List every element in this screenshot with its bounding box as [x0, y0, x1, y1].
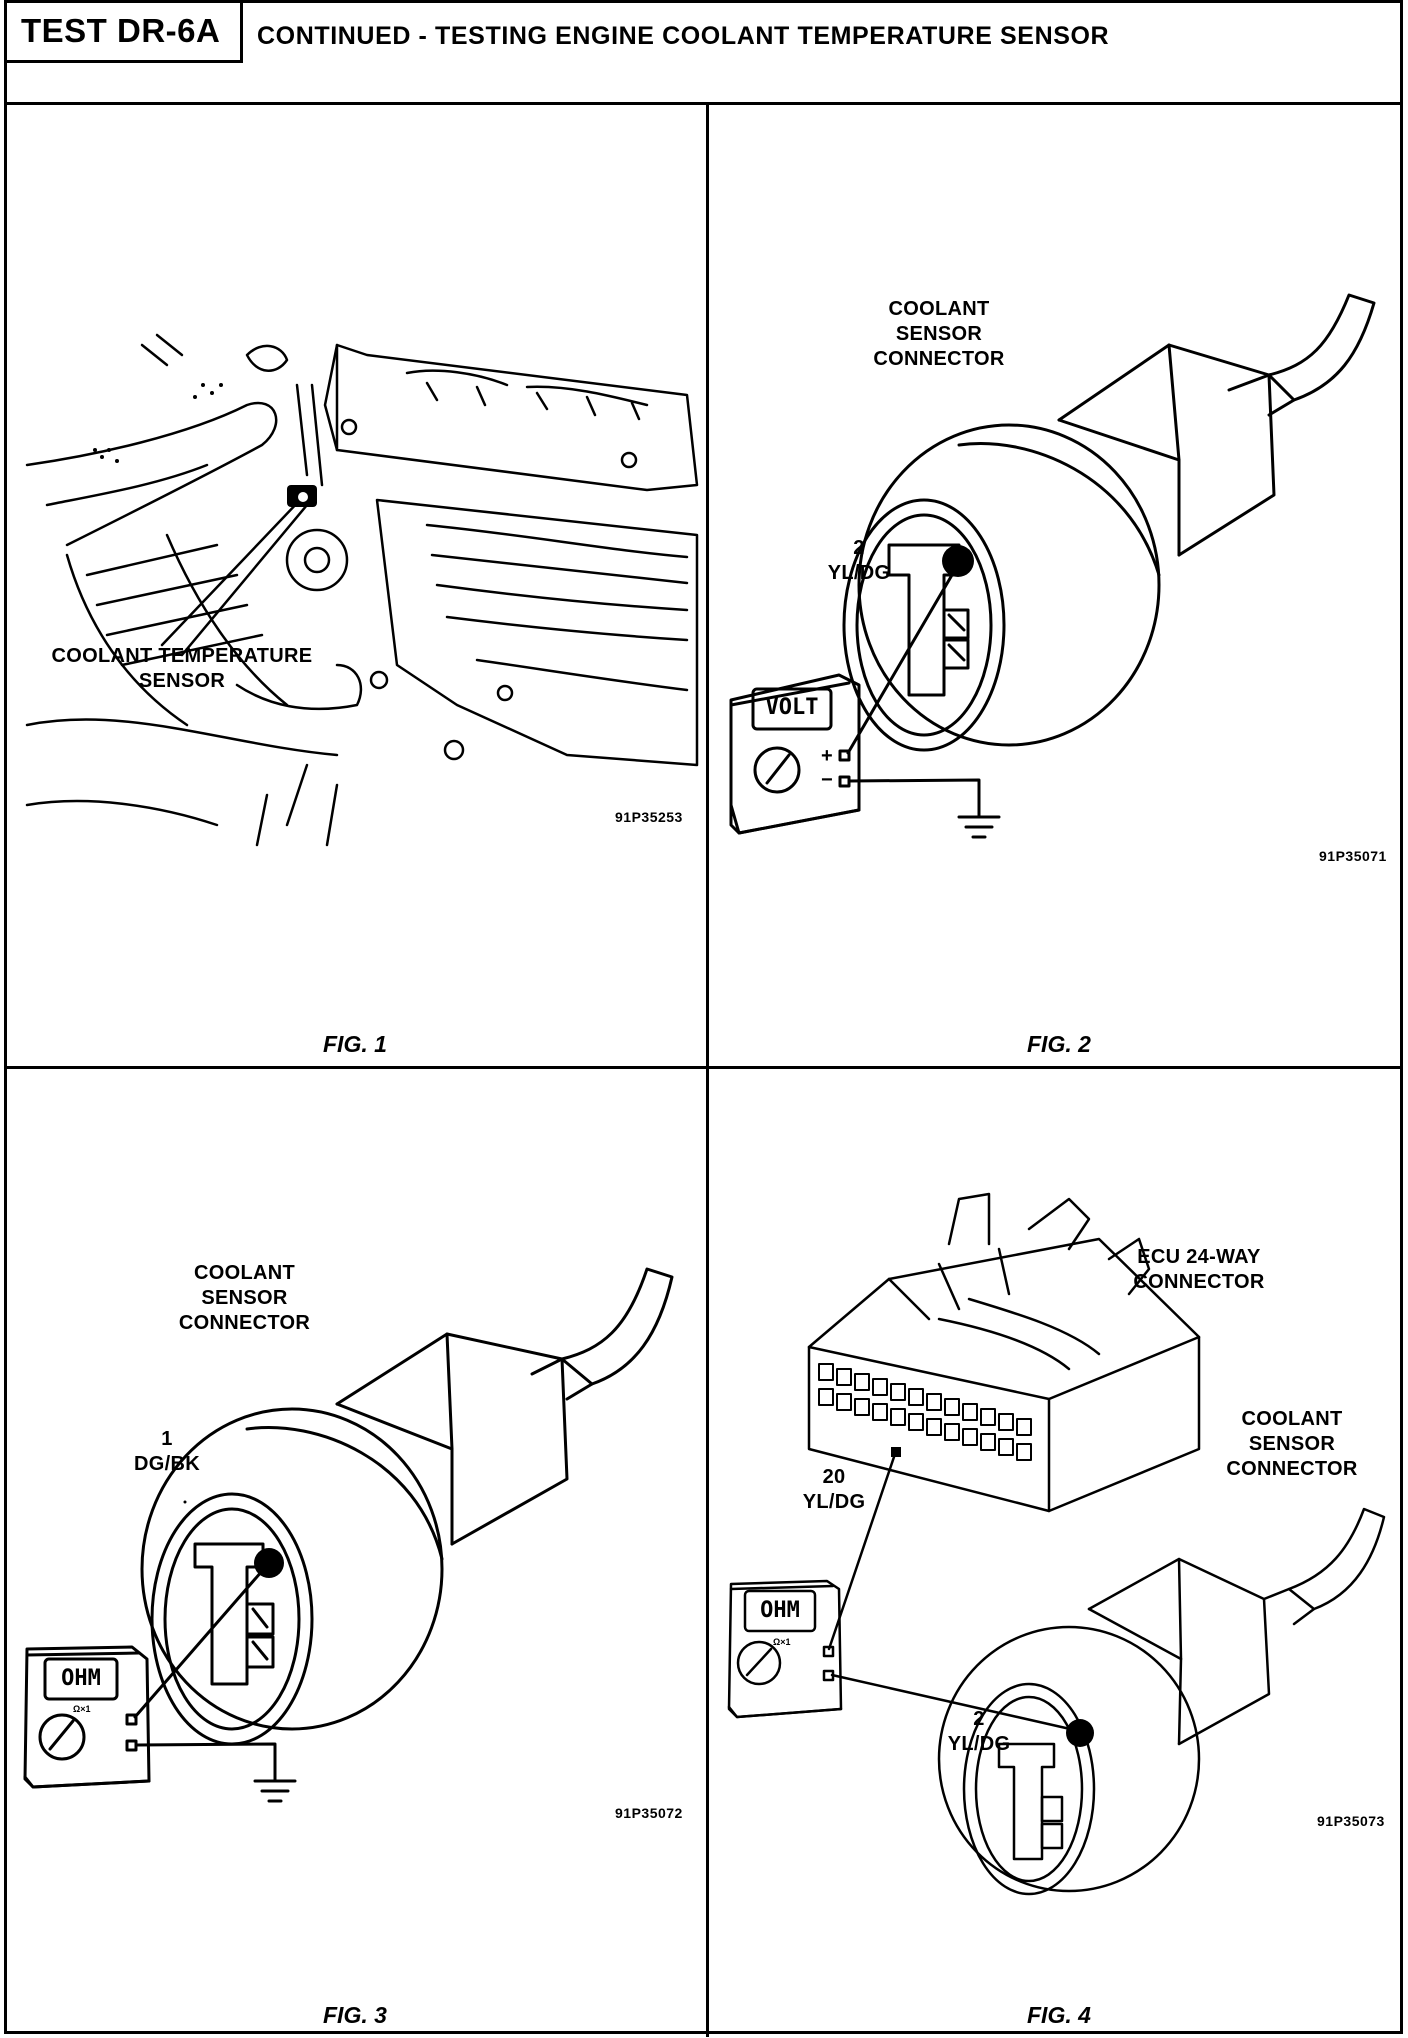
figure-4-panel: ECU 24-WAY CONNECTOR COOLANT SENSOR CONN… [709, 1069, 1406, 2037]
figure-4-connector-label: COOLANT SENSOR CONNECTOR [1226, 1408, 1358, 1480]
coolant-temperature-sensor-callout: COOLANT TEMPERATURE SENSOR [51, 645, 313, 692]
figure-3-caption: FIG. 3 [323, 2002, 387, 2028]
figure-1-caption: FIG. 1 [323, 1031, 387, 1057]
ecu-and-sensor-connector-illustration [727, 1192, 1386, 1896]
figure-2-caption: FIG. 2 [1027, 1031, 1091, 1057]
figure-1-code: 91P35253 [615, 809, 683, 825]
figure-3-panel: COOLANT SENSOR CONNECTOR 1 DG/BK OHM Ω×1… [7, 1069, 706, 2037]
test-id-box: TEST DR-6A [7, 3, 243, 63]
figure-4-code: 91P35073 [1317, 1813, 1385, 1829]
coolant-sensor-connector-illustration [23, 1267, 674, 1803]
meter-display-ohm: OHM [61, 1666, 101, 1691]
figure-4-pin-label: 2 YL/DG [947, 1708, 1011, 1755]
figure-2-pin-label: 2 YL/DG [827, 537, 891, 584]
meter-plus-terminal-label: + [821, 745, 833, 767]
ecu-connector-label: ECU 24-WAY CONNECTOR [1133, 1246, 1265, 1293]
figure-2-code: 91P35071 [1319, 848, 1387, 864]
figure-3-connector-label: COOLANT SENSOR CONNECTOR [178, 1262, 311, 1334]
figure-1-panel: COOLANT TEMPERATURE SENSOR 91P35253 FIG.… [7, 105, 706, 1066]
meter-range-label: Ω×1 [773, 1637, 791, 1647]
figure-2-panel: COOLANT SENSOR CONNECTOR 2 YL/DG VOLT + … [709, 105, 1406, 1066]
grid-divider-horizontal [7, 1066, 1400, 1069]
figure-3-pin-label: 1 DG/BK [134, 1428, 200, 1475]
meter-display-volt: VOLT [765, 695, 819, 720]
meter-minus-terminal-label: − [821, 769, 833, 791]
figure-2-connector-label: COOLANT SENSOR CONNECTOR [873, 298, 1005, 370]
grid-divider-vertical [706, 102, 709, 2037]
header-row: TEST DR-6A CONTINUED - TESTING ENGINE CO… [7, 3, 1400, 105]
coolant-sensor-connector-illustration [729, 293, 1376, 839]
ecu-pin-label: 20 YL/DG [802, 1466, 866, 1513]
test-title: CONTINUED - TESTING ENGINE COOLANT TEMPE… [257, 22, 1110, 50]
meter-display-ohm: OHM [760, 1598, 800, 1623]
figure-4-caption: FIG. 4 [1027, 2002, 1091, 2028]
figure-3-code: 91P35072 [615, 1805, 683, 1821]
meter-range-label: Ω×1 [73, 1704, 91, 1714]
engine-bay-illustration [25, 333, 699, 847]
test-page-frame: TEST DR-6A CONTINUED - TESTING ENGINE CO… [4, 0, 1406, 2037]
